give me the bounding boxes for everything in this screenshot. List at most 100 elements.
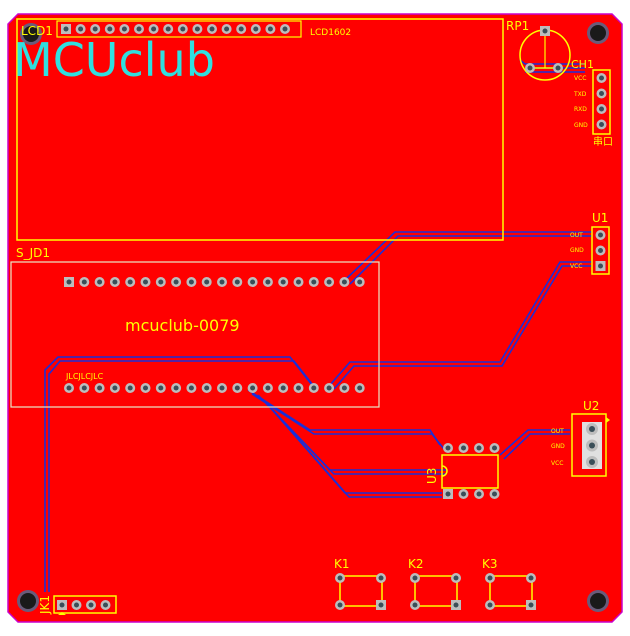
k2-pin-4-hole [453,602,459,608]
u3-bottom-pin-3-hole [476,491,482,497]
lcd-pin-1-hole [63,26,69,32]
ch1-pin-label-4: GND [574,122,588,129]
sjd-bottom-pin-1-hole [66,385,72,391]
button-k3: K3 [482,557,536,610]
u3-top-pin-4-hole [492,445,497,451]
sjd-bottom-pin-4-hole [112,385,118,391]
lcd-pin-11-hole [209,26,215,32]
k3-pin-2-hole [528,575,534,581]
sjd-bottom-pin-16-hole [296,385,301,391]
sjd-bottom-pin-9-hole [188,385,194,391]
lcd-pin-16-hole [282,26,288,32]
ch1-pin-label-3: RXD [574,106,587,113]
sjd-bottom-pin-11-hole [219,385,225,391]
mcu-module-sjd1: S_JD1 mcuclub-0079 JLCJLCJLC [10,246,380,408]
u1-pin-label-2: GND [570,247,584,254]
lcd-part-label: LCD1602 [310,28,351,38]
lcd-pin-3-hole [92,26,98,32]
u1-pin-3-hole [598,263,603,269]
sjd-top-pin-18-hole [326,279,332,285]
ch1-pin-2-hole [599,91,604,96]
sjd-bottom-pin-17-hole [311,385,317,391]
sjd-bottom-pin-6-hole [143,385,148,391]
jk1-pin-1-hole [59,602,65,608]
u2-pin-label-1: OUT [551,428,564,435]
k1-designator: K1 [334,557,350,571]
ch1-pin-3-hole [599,106,604,112]
u2-pin-2-hole [589,442,595,449]
ch1-pin-4-hole [599,122,604,127]
sjd-bottom-pin-12-hole [234,385,240,391]
u3-bottom-pin-2-hole [461,491,466,497]
lcd-pin-14-hole [253,26,259,32]
u2-pin-label-3: VCC [551,460,563,467]
sjd-top-pin-20-hole [357,279,363,285]
jk1-designator: JK1 [38,595,52,615]
board-title: MCUclub [13,33,215,87]
sjd-top-pin-8-hole [173,279,179,285]
sjd-top-pin-19-hole [341,279,347,285]
sjd-bottom-pin-3-hole [97,385,103,391]
sjd-bottom-pin-5-hole [127,385,133,391]
k3-pin-3-hole [487,602,493,608]
k3-designator: K3 [482,557,498,571]
jlc-mark: JLCJLCJLC [65,372,104,381]
k1-pin-4-hole [378,602,384,608]
k1-pin-1-hole [337,575,343,581]
sjd-bottom-pin-8-hole [173,385,179,391]
sjd-bottom-pin-20-hole [357,385,363,391]
k1-pin-2-hole [378,575,384,581]
mounting-holes [17,22,609,612]
lcd-pin-5-hole [121,26,127,32]
sjd1-designator: S_JD1 [16,246,50,260]
sjd-top-pin-6-hole [143,279,148,285]
potentiometer-rp1: RP1 [506,19,571,81]
sjd-bottom-pin-14-hole [265,385,271,391]
module-center-label: mcuclub-0079 [125,316,240,335]
board-outline [7,13,623,623]
sjd-top-pin-13-hole [250,279,256,285]
sjd-bottom-pin-15-hole [280,385,286,391]
jk1-pin-3-hole [88,602,94,608]
k1-pin-3-hole [337,602,343,608]
u2-pin-label-2: GND [551,443,565,450]
button-k1: K1 [334,557,386,610]
sjd-top-pin-3-hole [97,279,103,285]
sjd-top-pin-17-hole [311,279,317,285]
u1-pin-label-3: VCC [570,263,582,270]
lcd-pin-7-hole [151,26,157,32]
sjd-top-pin-14-hole [265,279,271,285]
lcd-pin-8-hole [165,26,171,32]
sjd-bottom-pin-19-hole [341,385,347,391]
k3-pin-1-hole [487,575,493,581]
k2-pin-1-hole [412,575,418,581]
sjd-top-pin-7-hole [158,279,164,285]
k3-pin-4-hole [528,602,534,608]
sjd-top-pin-10-hole [204,279,210,285]
sjd-top-pin-12-hole [234,279,240,285]
k2-designator: K2 [408,557,424,571]
lcd-pin-15-hole [267,26,273,32]
sjd-top-pin-16-hole [296,279,301,285]
lcd-pin-10-hole [194,26,200,32]
lcd-pin-12-hole [224,26,230,32]
lcd-pin-9-hole [180,26,186,32]
ch1-pin-label-2: TXD [573,91,587,98]
button-k2: K2 [408,557,461,610]
serial-header-ch1: CH1 串口 VCC TXD RXD GND [571,58,613,148]
ch1-pin-1-hole [599,75,604,81]
sensor-u2: U2 OUT GND VCC [551,399,610,477]
u3-bottom-pin-1-hole [445,491,451,497]
sjd-top-pin-4-hole [112,279,118,285]
u3-top-pin-3-hole [476,445,482,451]
u3-top-pin-2-hole [461,445,466,451]
u3-bottom-pin-4-hole [492,491,497,497]
lcd-module: LCD1 LCD1602 [16,18,504,241]
u2-pin-3-hole [589,459,595,465]
copper-traces [44,59,592,592]
jk1-pin-2-hole [74,602,79,608]
k2-pin-3-hole [412,602,418,608]
sjd-top-pin-5-hole [127,279,133,285]
